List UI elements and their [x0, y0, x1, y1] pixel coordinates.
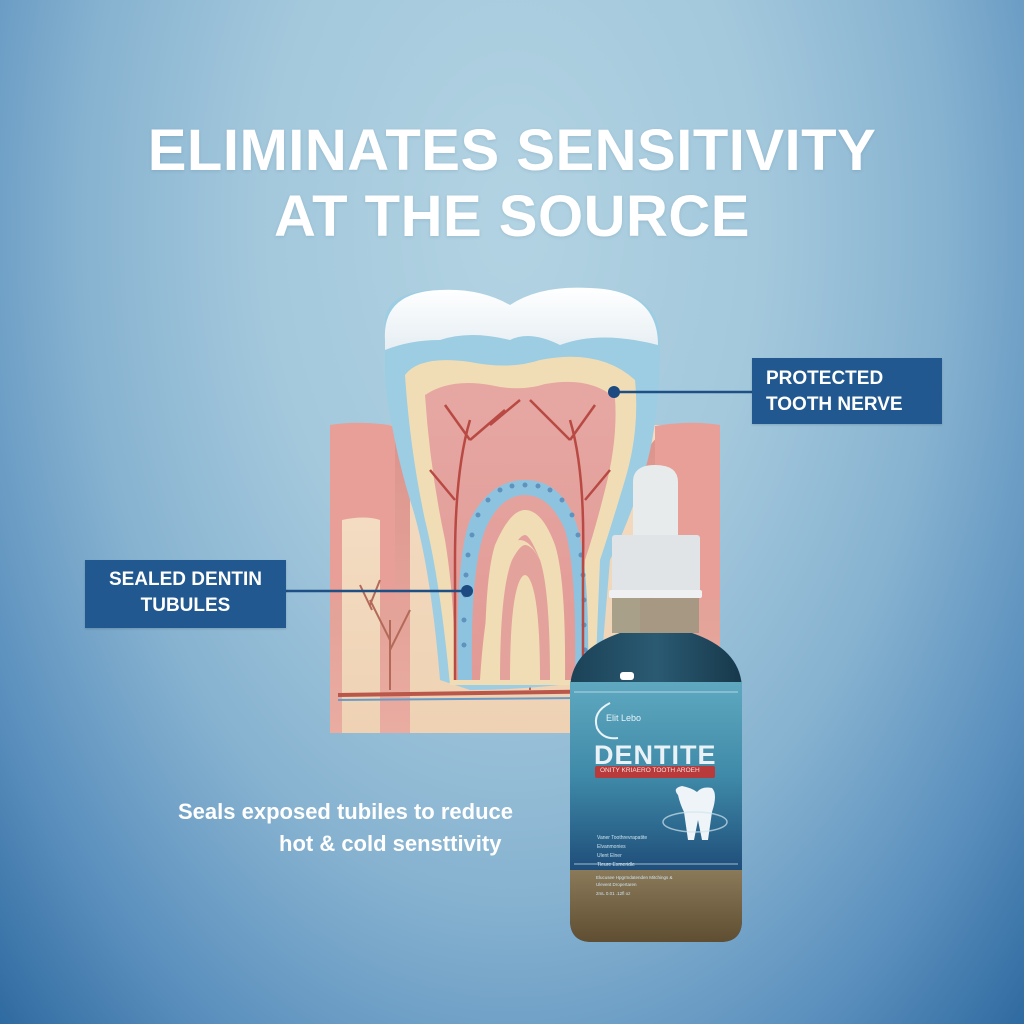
callout-protected-tooth-nerve: PROTECTED TOOTH NERVE: [752, 358, 942, 424]
tooth: [384, 287, 660, 690]
product-tagline: ONITY KRIAERO TOOTH AROEH: [600, 767, 700, 774]
product-brand: Elit Lebo: [606, 713, 642, 723]
subtext-line-2: hot & cold sensttivity: [279, 831, 502, 856]
headline-line-2: AT THE SOURCE: [274, 184, 750, 249]
product-name: DENTITE: [594, 740, 717, 770]
headline-line-1: ELIMINATES SENSITIVITY: [147, 118, 877, 183]
product-volume: 2mL 0.01 .12fl oz: [596, 891, 631, 896]
bullet: Ulent Elner: [597, 853, 622, 859]
bullet: Tleure Exmeridle: [597, 862, 635, 868]
callout-line-1: SEALED DENTIN: [108, 569, 263, 590]
headline: ELIMINATES SENSITIVITY AT THE SOURCE: [0, 118, 1024, 250]
callout-line-2: TOOTH NERVE: [766, 394, 903, 415]
product-bullets: Vaner Toothrevrapatite Elvanmonies Ulent…: [597, 834, 647, 870]
bullet: Elvanmonies: [597, 844, 626, 850]
callout-line-1: PROTECTED: [766, 368, 884, 389]
product-bottle: [570, 465, 742, 942]
subtext-line-1: Seals exposed tubiles to reduce: [178, 799, 514, 824]
callout-sealed-dentin-tubules: SEALED DENTIN TUBULES: [85, 560, 286, 628]
benefit-subtext: Seals exposed tubiles to reduce hot & co…: [178, 796, 513, 860]
callout-leaders: [286, 386, 752, 597]
bullet: Vaner Toothrevrapatite: [597, 835, 648, 841]
callout-line-2: TUBULES: [140, 595, 231, 616]
product-description: Elucusee Hpgrmdatenden Mitchings & Uleve…: [596, 875, 673, 887]
